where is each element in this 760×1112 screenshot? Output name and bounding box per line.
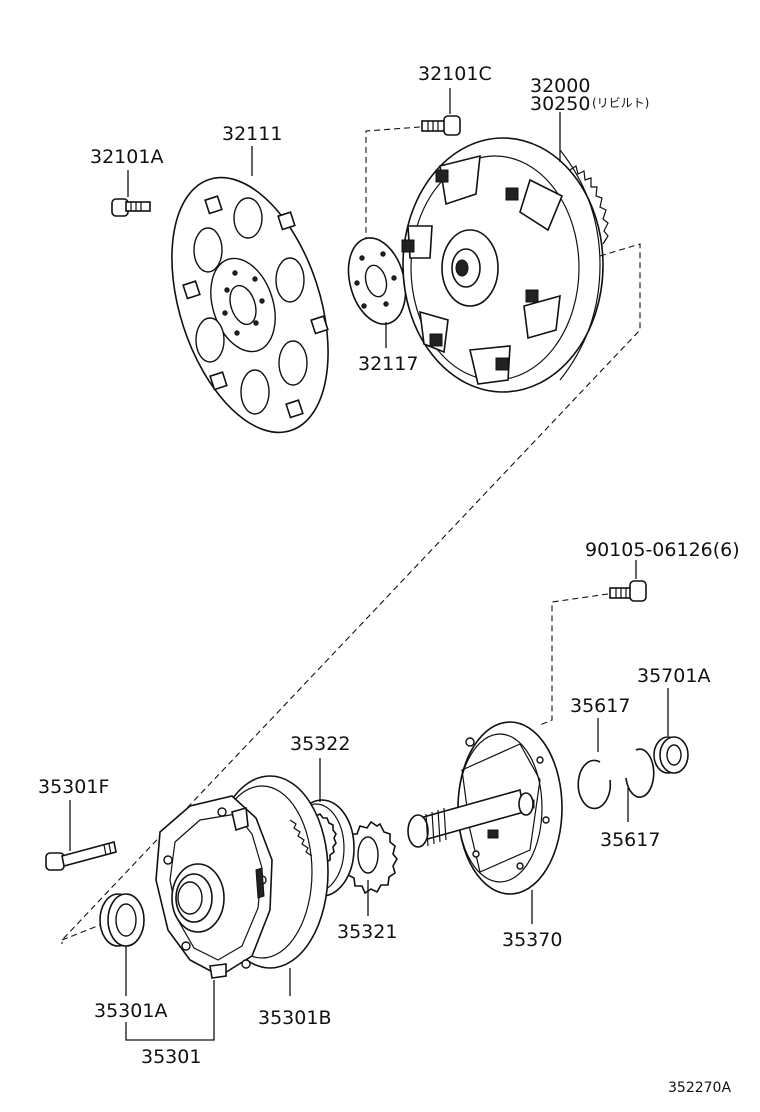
label-35701a: 35701A xyxy=(637,665,710,687)
label-32111: 32111 xyxy=(222,123,282,145)
label-35301b: 35301B xyxy=(258,1007,331,1029)
label-35322: 35322 xyxy=(290,733,350,755)
label-90105-06126: 90105-06126(6) xyxy=(585,539,740,561)
bolt-90105-06126[interactable] xyxy=(609,580,647,602)
oil-seal-35301a[interactable] xyxy=(99,893,145,947)
assembly-line-upper xyxy=(365,126,421,262)
bracket-35301 xyxy=(125,980,215,1041)
label-32000: 32000 xyxy=(530,75,590,97)
spacer-32117[interactable] xyxy=(340,232,415,331)
assembly-line-stator xyxy=(539,593,609,726)
label-35301f: 35301F xyxy=(38,776,109,798)
seal-ring-35617-a[interactable] xyxy=(577,759,612,810)
torque-converter-32000[interactable] xyxy=(401,137,609,393)
label-35370: 35370 xyxy=(502,929,562,951)
stator-shaft-35370[interactable] xyxy=(407,721,563,895)
bolt-32101a[interactable] xyxy=(111,198,151,217)
label-35321: 35321 xyxy=(337,921,397,943)
drive-gear-35321[interactable] xyxy=(345,820,398,895)
seal-ring-35617-b[interactable] xyxy=(625,748,655,798)
assembly-line-pump xyxy=(61,924,101,941)
label-32101c: 32101C xyxy=(418,63,492,85)
label-35301a: 35301A xyxy=(94,1000,167,1022)
label-32101a: 32101A xyxy=(90,146,163,168)
label-rebuilt-note: (リビルト) xyxy=(592,96,649,110)
diagram-reference: 352270A xyxy=(668,1080,731,1096)
label-35617-bottom: 35617 xyxy=(600,829,660,851)
label-30250: 30250 xyxy=(530,93,590,115)
seal-35701a[interactable] xyxy=(653,736,689,774)
label-35301: 35301 xyxy=(141,1046,201,1068)
bolt-35301f[interactable] xyxy=(45,841,117,871)
label-32117: 32117 xyxy=(358,353,418,375)
bolt-32101c[interactable] xyxy=(421,115,461,136)
label-35617-top: 35617 xyxy=(570,695,630,717)
drive-plate-32111[interactable] xyxy=(143,158,358,452)
oil-pump-body-35301[interactable] xyxy=(155,775,329,979)
